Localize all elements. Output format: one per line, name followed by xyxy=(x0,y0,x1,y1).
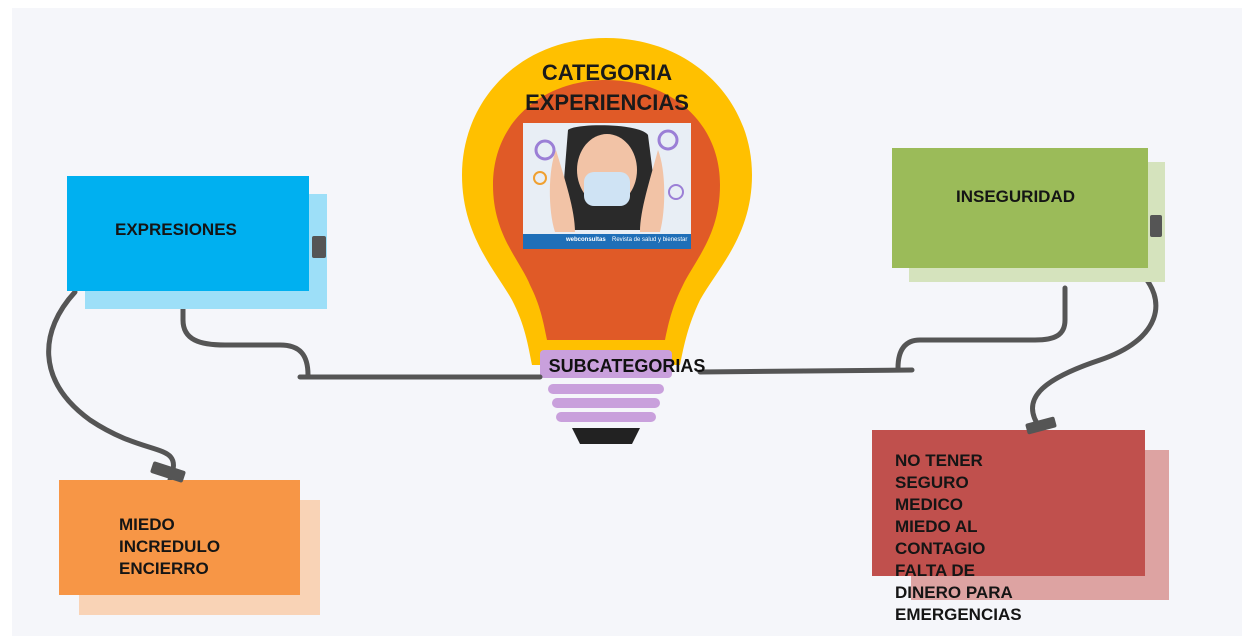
card-expresiones-handle[interactable] xyxy=(312,236,326,258)
photo-brand: webconsultas xyxy=(566,237,606,243)
bulb-screw-3 xyxy=(556,412,656,422)
wire-expresiones-miedo xyxy=(46,289,176,483)
card-inseguridad-handle[interactable] xyxy=(1150,215,1162,237)
card-expresiones-label: EXPRESIONES xyxy=(115,220,237,239)
wire-main-bus xyxy=(297,367,915,380)
card-no-tener-seguro-label: NO TENER SEGURO MEDICO MIEDO AL CONTAGIO… xyxy=(895,451,1022,624)
wires xyxy=(46,267,1159,483)
bulb-title-line2: EXPERIENCIAS xyxy=(525,90,689,115)
card-miedo-label: MIEDO INCREDULO ENCIERRO xyxy=(119,515,221,578)
card-expresiones-face xyxy=(67,176,309,291)
bulb-screw-2 xyxy=(552,398,660,408)
subcategorias-label: SUBCATEGORIAS xyxy=(548,356,706,376)
card-inseguridad-face xyxy=(892,148,1148,268)
card-miedo-face xyxy=(59,480,300,595)
wire-inseguridad-no-tener xyxy=(1030,267,1159,431)
wire-expresiones-bus xyxy=(180,290,311,378)
card-inseguridad-label: INSEGURIDAD xyxy=(956,187,1076,206)
bulb-screw-1 xyxy=(548,384,664,394)
wire-inseguridad-bus xyxy=(895,285,1068,371)
bulb-neck xyxy=(540,350,672,378)
card-no-tener-seguro-face xyxy=(872,430,1145,576)
bulb-title-line1: CATEGORIA xyxy=(541,60,673,85)
bulb-tip xyxy=(572,428,640,444)
photo-masked-woman xyxy=(523,123,691,249)
photo-caption: Revista de salud y bienestar xyxy=(612,237,688,243)
